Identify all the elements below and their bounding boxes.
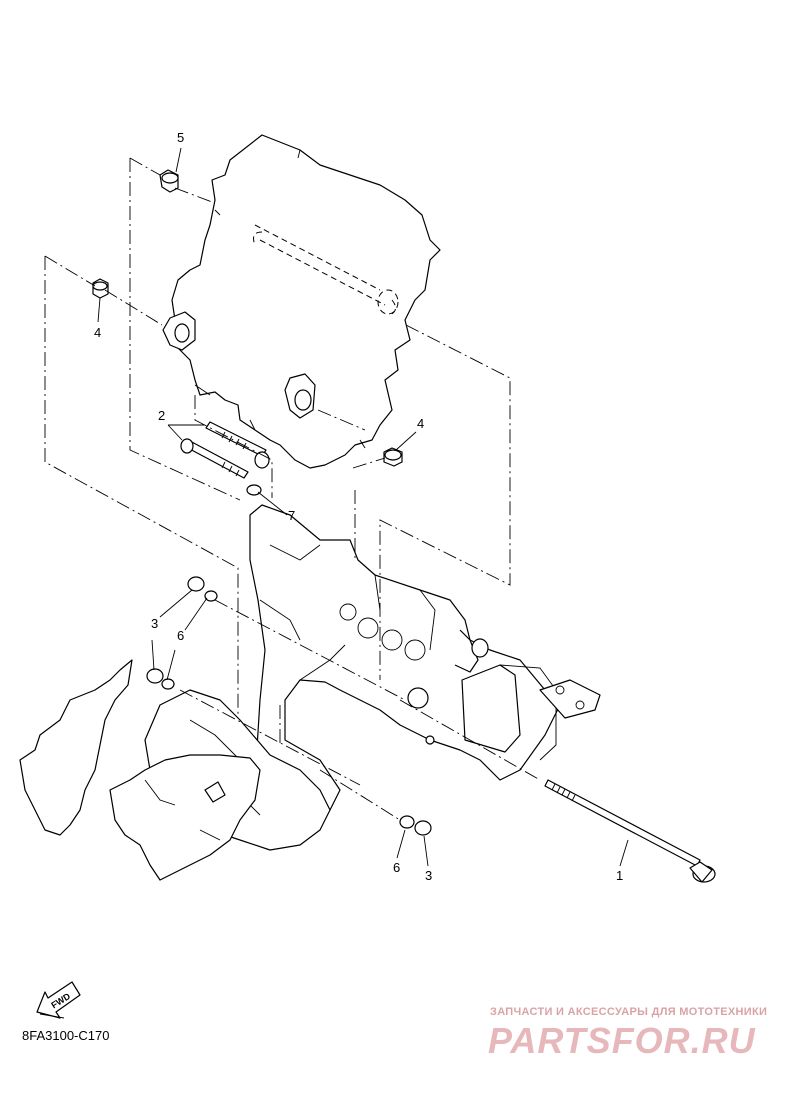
callout-5: 5	[177, 130, 184, 145]
alignment-lines	[44, 157, 541, 821]
bolt-2-pair	[180, 421, 270, 496]
callout-6-bottom: 6	[393, 860, 400, 875]
bolt-4-right	[383, 447, 403, 467]
callout-1: 1	[616, 868, 623, 883]
callout-3-upper: 3	[151, 616, 158, 631]
callout-7: 7	[288, 508, 295, 523]
nut-3-bottom	[399, 815, 432, 836]
callout-2: 2	[158, 408, 165, 423]
callout-4-left: 4	[94, 325, 101, 340]
engine-block	[162, 134, 441, 469]
fwd-arrow-icon: FWD	[36, 981, 81, 1019]
nut-3-lower	[146, 668, 175, 690]
watermark-tagline: ЗАПЧАСТИ И АКСЕССУАРЫ ДЛЯ МОТОТЕХНИКИ	[490, 1006, 768, 1018]
nut-3-upper	[187, 576, 218, 602]
through-bolt-1	[544, 779, 716, 883]
bolt-4-upper	[92, 278, 109, 299]
watermark-logo: PARTSFOR.RU	[488, 1020, 756, 1061]
diagram-code: 8FA3100-C170	[22, 1028, 110, 1043]
callout-3-bottom: 3	[425, 868, 432, 883]
lower-guard-left	[19, 659, 261, 881]
bolt-5	[159, 169, 179, 193]
callout-4-right: 4	[417, 416, 424, 431]
callout-6-upper: 6	[177, 628, 184, 643]
leader-lines	[97, 147, 629, 867]
